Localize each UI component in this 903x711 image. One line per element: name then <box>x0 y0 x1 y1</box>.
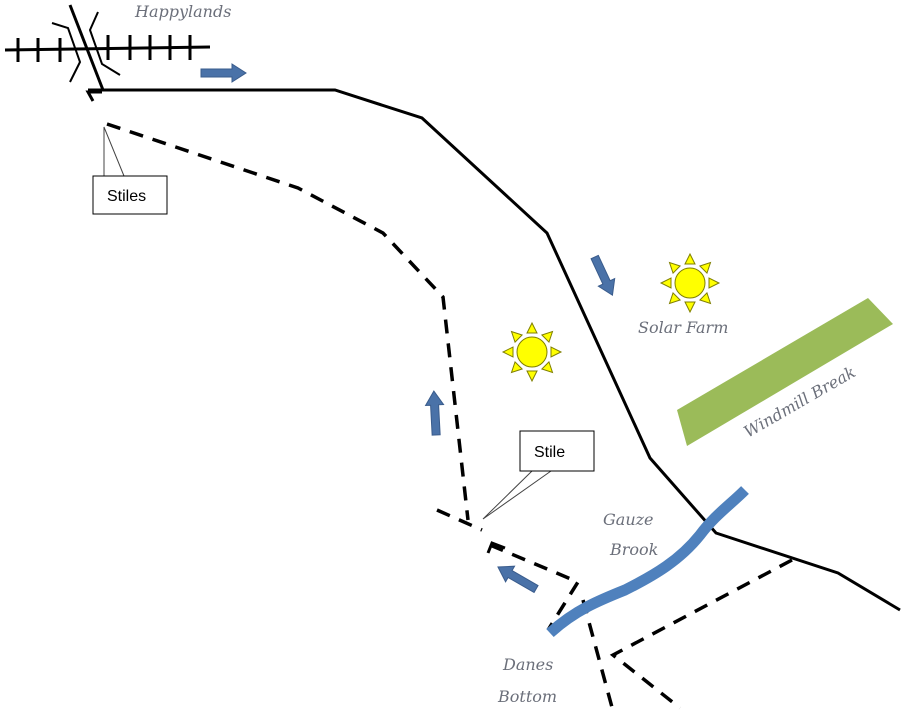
footpath-east <box>609 558 793 710</box>
direction-arrow-northwest <box>497 565 539 594</box>
callout-stile: Stile <box>482 430 595 520</box>
label-danes: Danes <box>502 655 553 674</box>
brook <box>546 486 749 638</box>
label-bottom: Bottom <box>497 687 557 706</box>
label-solar-farm: Solar Farm <box>638 318 728 337</box>
label-gauze: Gauze <box>603 510 654 529</box>
callout-stiles: Stiles <box>92 126 168 215</box>
sun-icon <box>659 252 721 314</box>
direction-arrow-north <box>424 390 445 436</box>
direction-arrow-south <box>590 254 616 296</box>
sun-icon <box>501 321 563 383</box>
label-happylands: Happylands <box>134 2 231 21</box>
callout-stiles-text: Stiles <box>107 188 146 205</box>
footpath-cross <box>436 508 483 532</box>
bridge <box>51 4 121 91</box>
road <box>88 88 901 612</box>
footpath-south <box>581 599 615 711</box>
callout-stile-text: Stile <box>534 444 565 461</box>
footpaths <box>106 122 793 711</box>
direction-arrow-east <box>200 63 247 83</box>
railway <box>4 35 211 62</box>
label-brook: Brook <box>609 540 658 559</box>
footpath-main <box>106 122 470 521</box>
windmill-break <box>677 298 893 446</box>
stile-mark-mid <box>486 541 506 554</box>
footpath-lower <box>489 543 581 631</box>
stile-mark-top <box>85 90 102 102</box>
